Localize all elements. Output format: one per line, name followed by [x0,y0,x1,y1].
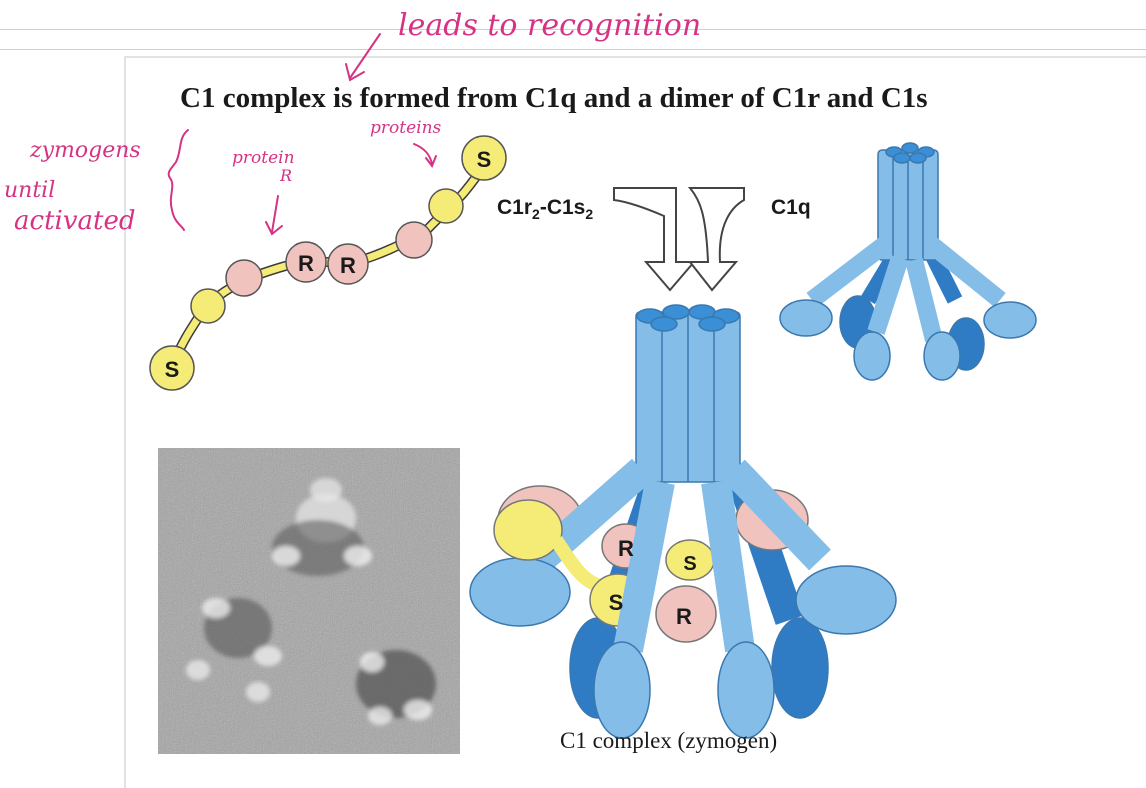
c1s-bead [190,288,226,324]
slide-title: C1 complex is formed from C1q and a dime… [180,82,928,114]
figure-caption: C1 complex (zymogen) [560,728,778,753]
top-rule [0,29,1146,30]
annotation-zymogens: zymogens [30,138,141,163]
electron-micrograph [158,448,460,754]
annotation-protein-letter: R [280,166,293,185]
dimer-label: C1r2-C1s2 [497,196,594,223]
bead-letter: S [609,590,624,615]
bead-letter: S [165,357,180,382]
c1r-bead [327,243,369,285]
c1q-label: C1q [771,196,811,219]
c1s-bead [149,345,195,391]
down-arrow-icon [613,187,745,292]
annotation-until: until [4,178,56,203]
top-rule-2 [0,49,1146,50]
bead-letter: R [618,536,634,561]
ink-strokes [167,33,437,236]
c1r-bead [395,221,433,259]
bead-letter: R [298,251,314,276]
bead-letter: R [340,253,356,278]
annotation-proteins: proteins [370,118,442,138]
c1q-molecule [779,142,1037,381]
annotation-protein: protein [232,148,295,168]
bead-letter: S [683,553,696,575]
c1r-bead [285,241,327,283]
bead-letter: S [477,147,492,172]
c1r2-c1s2-dimer: S R R S [149,135,507,391]
annotation-leads-to-recognition: leads to recognition [398,8,702,43]
annotation-activated: activated [14,206,136,236]
bead-letter: R [676,604,692,629]
c1s-bead [461,135,507,181]
c1r-bead [225,259,263,297]
c1s-bead [428,188,464,224]
c1-complex: R S S R [469,304,897,739]
